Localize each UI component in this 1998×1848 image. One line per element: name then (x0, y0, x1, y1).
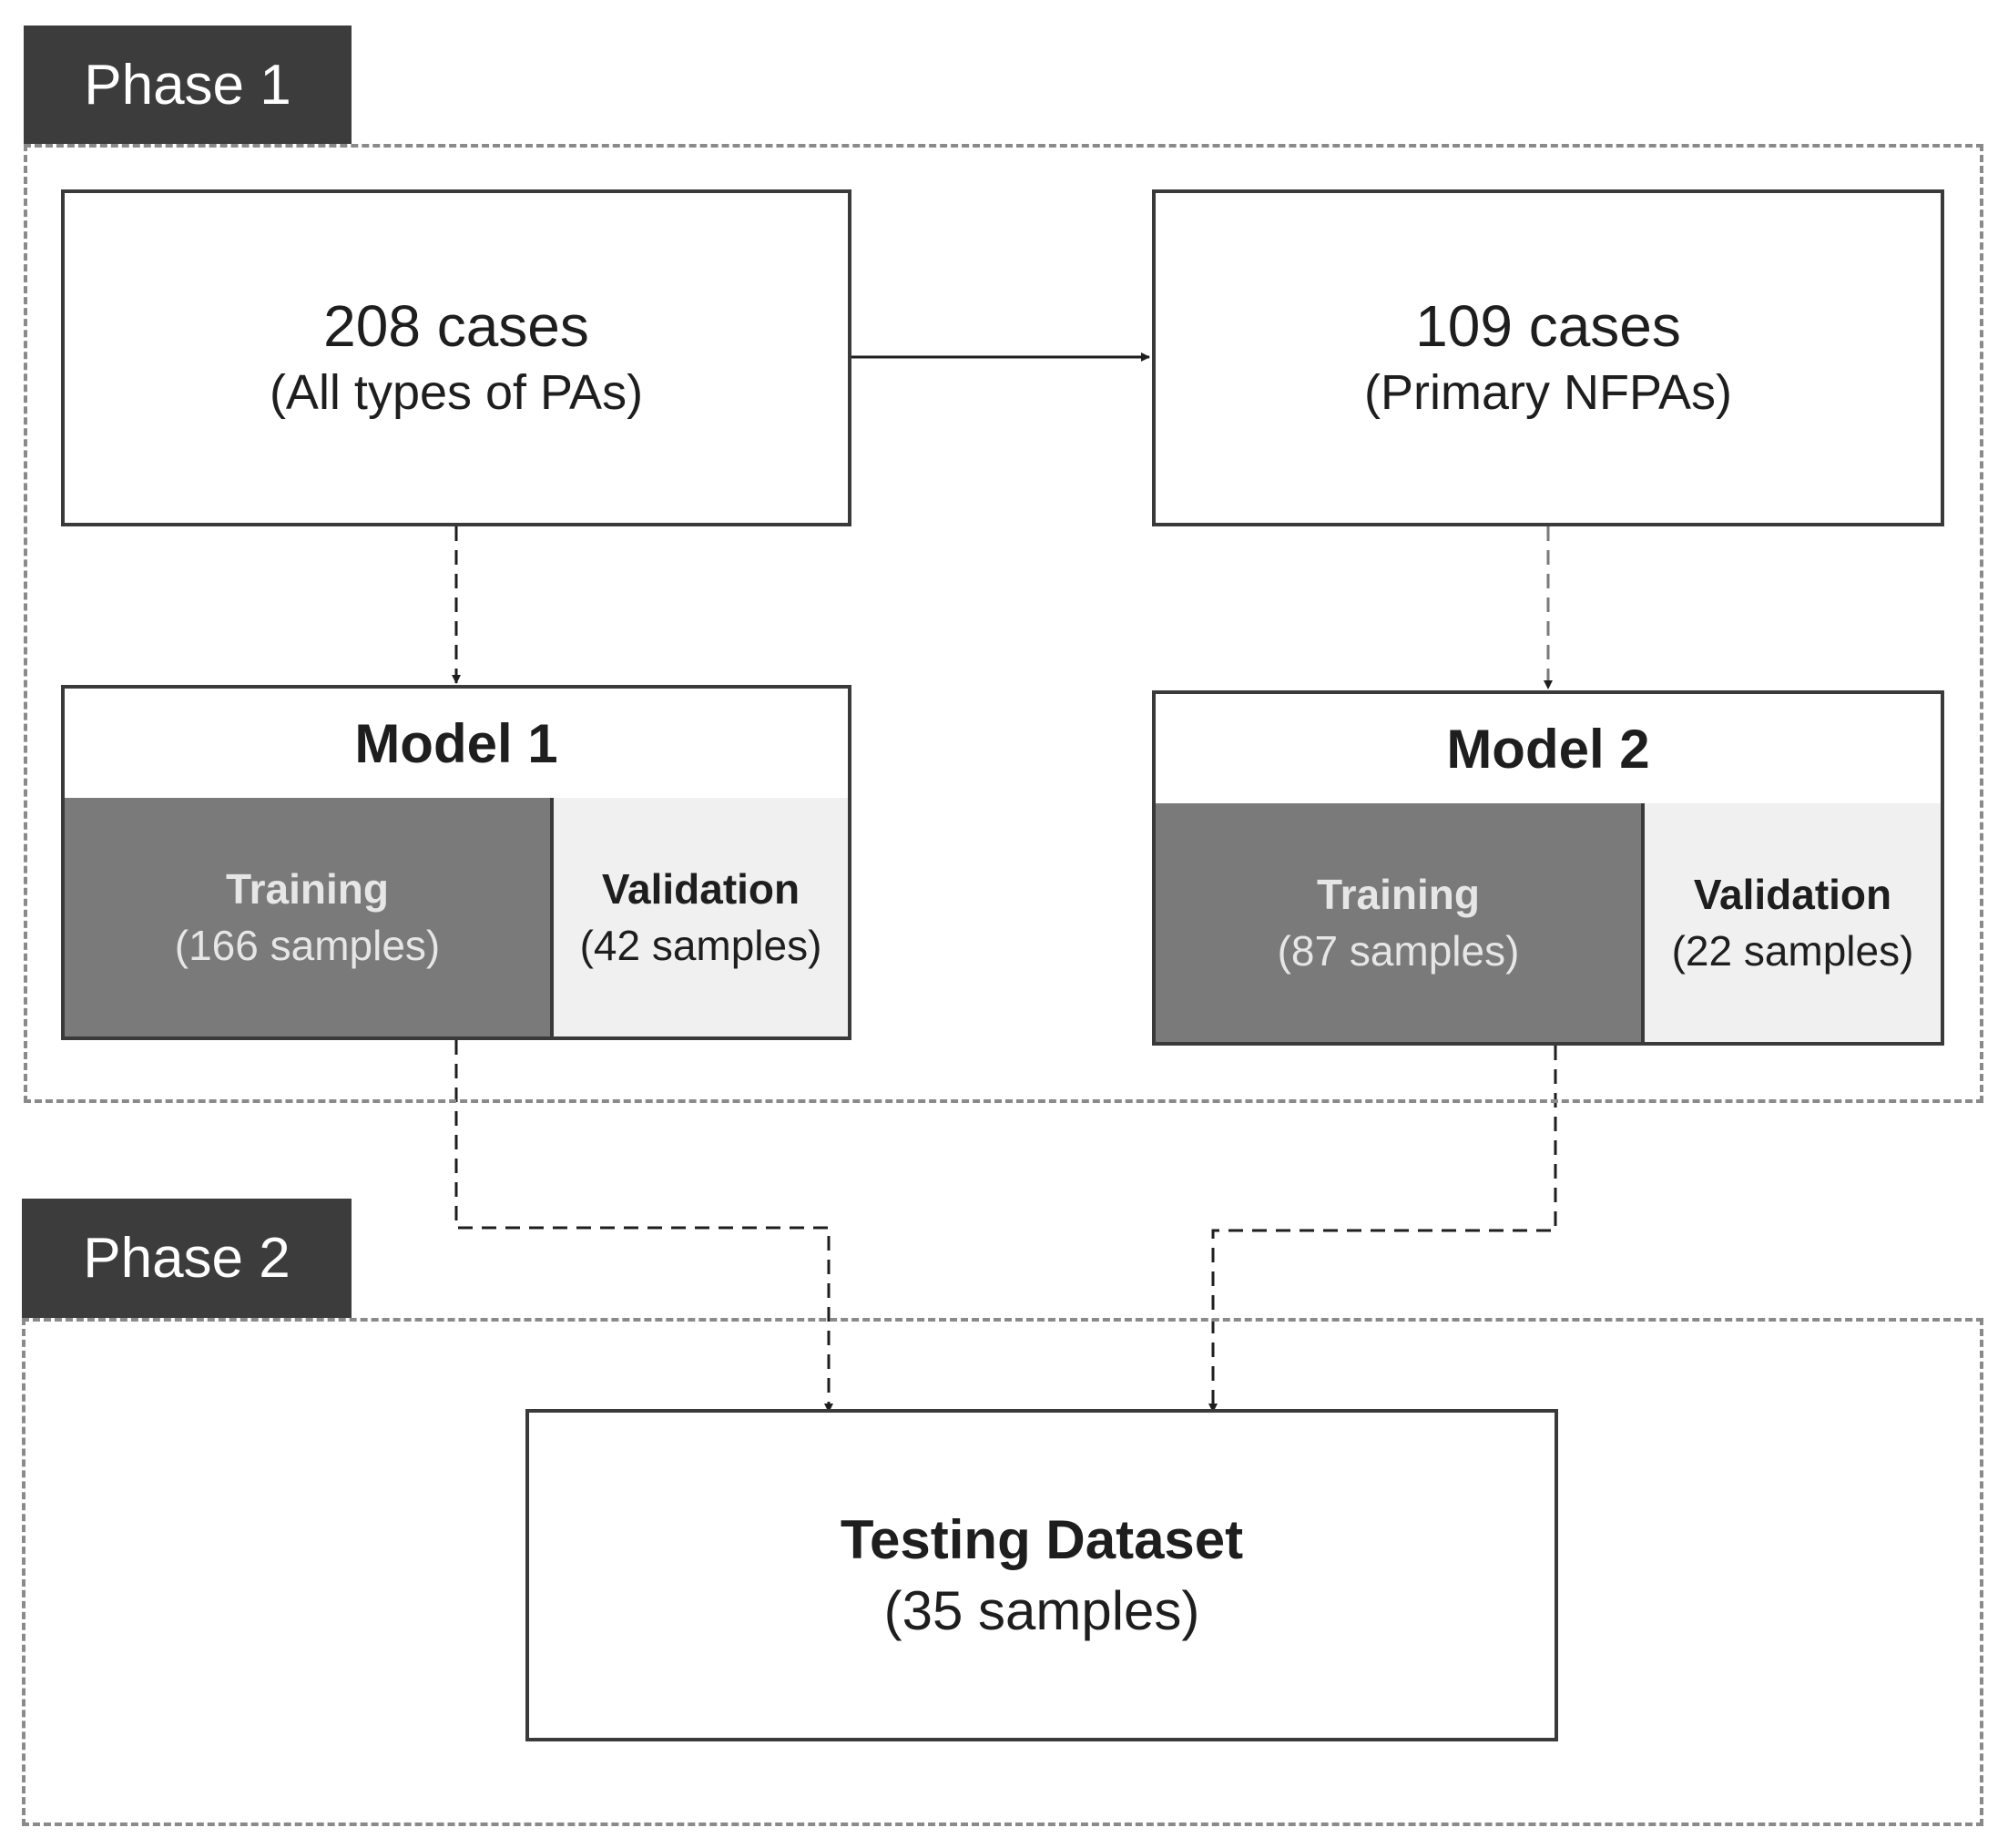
all-cases-count: 208 cases (323, 292, 589, 359)
model1-training-segment: Training (166 samples) (65, 798, 554, 1036)
phase2-label: Phase 2 (22, 1199, 352, 1318)
model2-validation-samples: (22 samples) (1671, 927, 1914, 975)
phase2-frame (22, 1318, 1983, 1826)
all-cases-description: (All types of PAs) (269, 365, 644, 421)
model2-validation-label: Validation (1693, 870, 1892, 918)
model1-validation-samples: (42 samples) (579, 922, 822, 969)
model1-validation-segment: Validation (42 samples) (554, 798, 848, 1036)
model2-validation-segment: Validation (22 samples) (1645, 803, 1941, 1042)
model2-box: Model 2 Training (87 samples) Validation… (1152, 690, 1944, 1046)
testing-dataset-title: Testing Dataset (840, 1508, 1244, 1570)
testing-dataset-box: Testing Dataset (35 samples) (525, 1409, 1558, 1741)
model1-training-label: Training (226, 864, 389, 913)
nfpa-cases-box: 109 cases (Primary NFPAs) (1152, 189, 1944, 526)
model2-training-label: Training (1317, 870, 1480, 918)
phase1-label: Phase 1 (24, 26, 352, 144)
nfpa-cases-description: (Primary NFPAs) (1364, 365, 1732, 421)
model1-validation-label: Validation (601, 864, 800, 913)
model1-title: Model 1 (65, 689, 848, 801)
model1-box: Model 1 Training (166 samples) Validatio… (61, 685, 851, 1040)
model2-training-samples: (87 samples) (1277, 927, 1520, 975)
nfpa-cases-count: 109 cases (1415, 292, 1681, 359)
testing-dataset-samples: (35 samples) (883, 1579, 1200, 1641)
phase1-frame (24, 144, 1983, 1103)
all-cases-box: 208 cases (All types of PAs) (61, 189, 851, 526)
model1-training-samples: (166 samples) (174, 922, 441, 969)
model2-title: Model 2 (1156, 694, 1941, 807)
model2-training-segment: Training (87 samples) (1156, 803, 1645, 1042)
